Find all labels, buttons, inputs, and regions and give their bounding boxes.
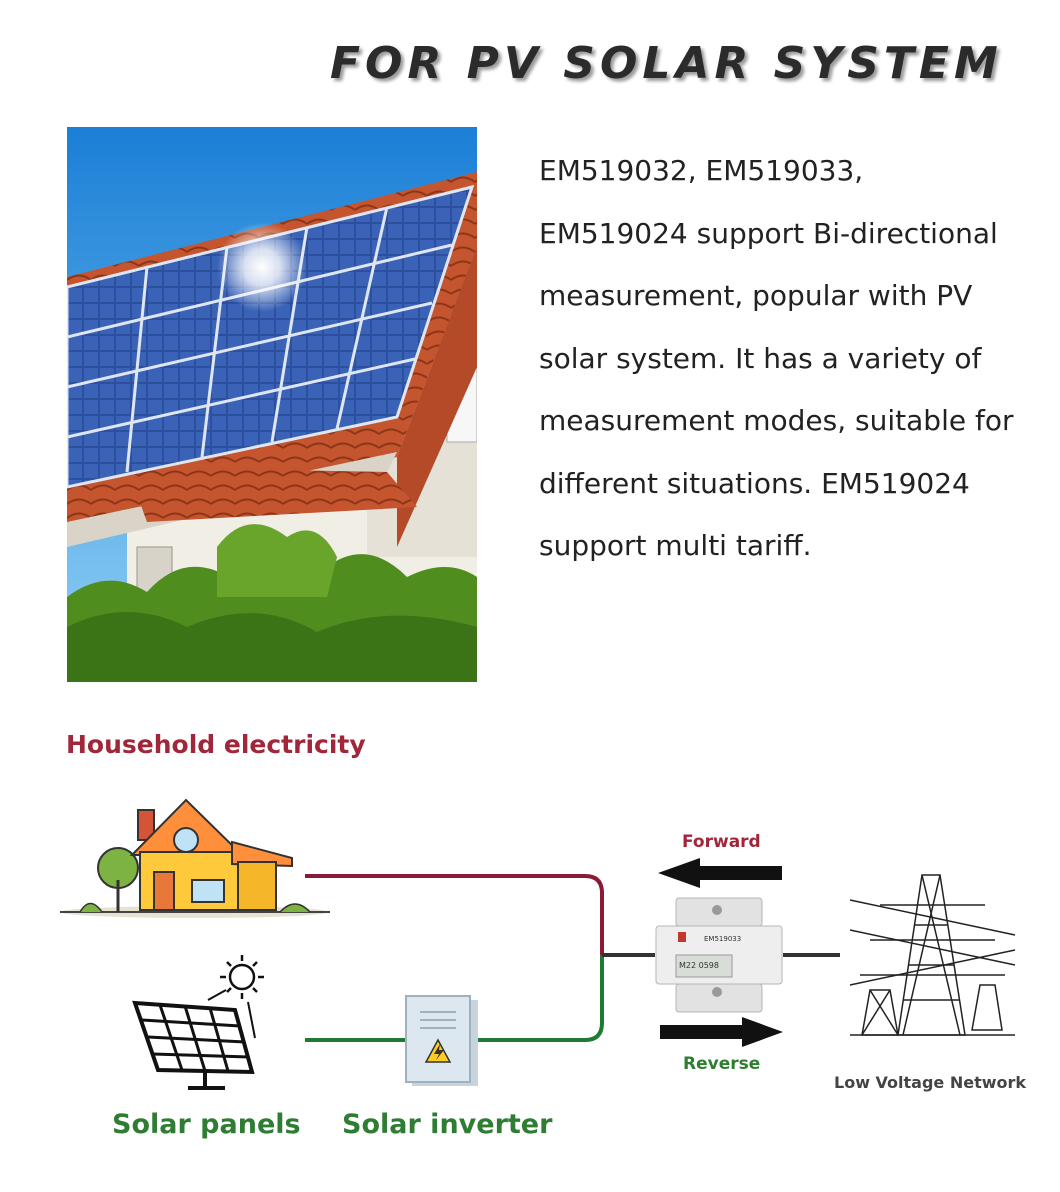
- page-title: FOR PV SOLAR SYSTEM: [330, 38, 1003, 89]
- meter-model-text: EM519033: [704, 935, 741, 943]
- description-line: different situations. EM519024: [539, 466, 970, 500]
- household-line: [305, 874, 604, 955]
- description-line: measurement modes, suitable for: [539, 404, 1014, 437]
- inverter-icon: [405, 995, 478, 1086]
- meter-serial-text: M22 0598: [679, 961, 719, 970]
- reverse-arrow-icon: [660, 1017, 783, 1047]
- description-line: measurement, popular with PV: [539, 279, 973, 312]
- reverse-label: Reverse: [683, 1054, 761, 1074]
- house-icon: [60, 798, 330, 918]
- description-line: solar system. It has a variety of: [539, 341, 982, 375]
- solar-roof-photo: [67, 127, 477, 682]
- forward-label: Forward: [682, 832, 761, 852]
- solar-line: [305, 955, 604, 1042]
- description-line: EM519024 support Bi-directional: [539, 216, 998, 250]
- solar-panels-label: Solar panels: [112, 1109, 301, 1140]
- network-label: Low Voltage Network: [834, 1073, 1027, 1092]
- description-line: support multi tariff.: [539, 529, 812, 562]
- power-tower-icon: [849, 874, 1016, 1036]
- energy-meter-icon: [655, 897, 783, 1013]
- solar-inverter-label: Solar inverter: [342, 1109, 553, 1140]
- description-line: EM519032, EM519033,: [539, 154, 864, 187]
- product-description: EM519032, EM519033, EM519024 support Bi-…: [539, 140, 1029, 578]
- forward-arrow-icon: [658, 858, 782, 888]
- household-label: Household electricity: [66, 730, 366, 759]
- energy-flow-diagram: EM519033 M22 0598: [60, 798, 1016, 1090]
- solar-panel-icon: [132, 955, 264, 1090]
